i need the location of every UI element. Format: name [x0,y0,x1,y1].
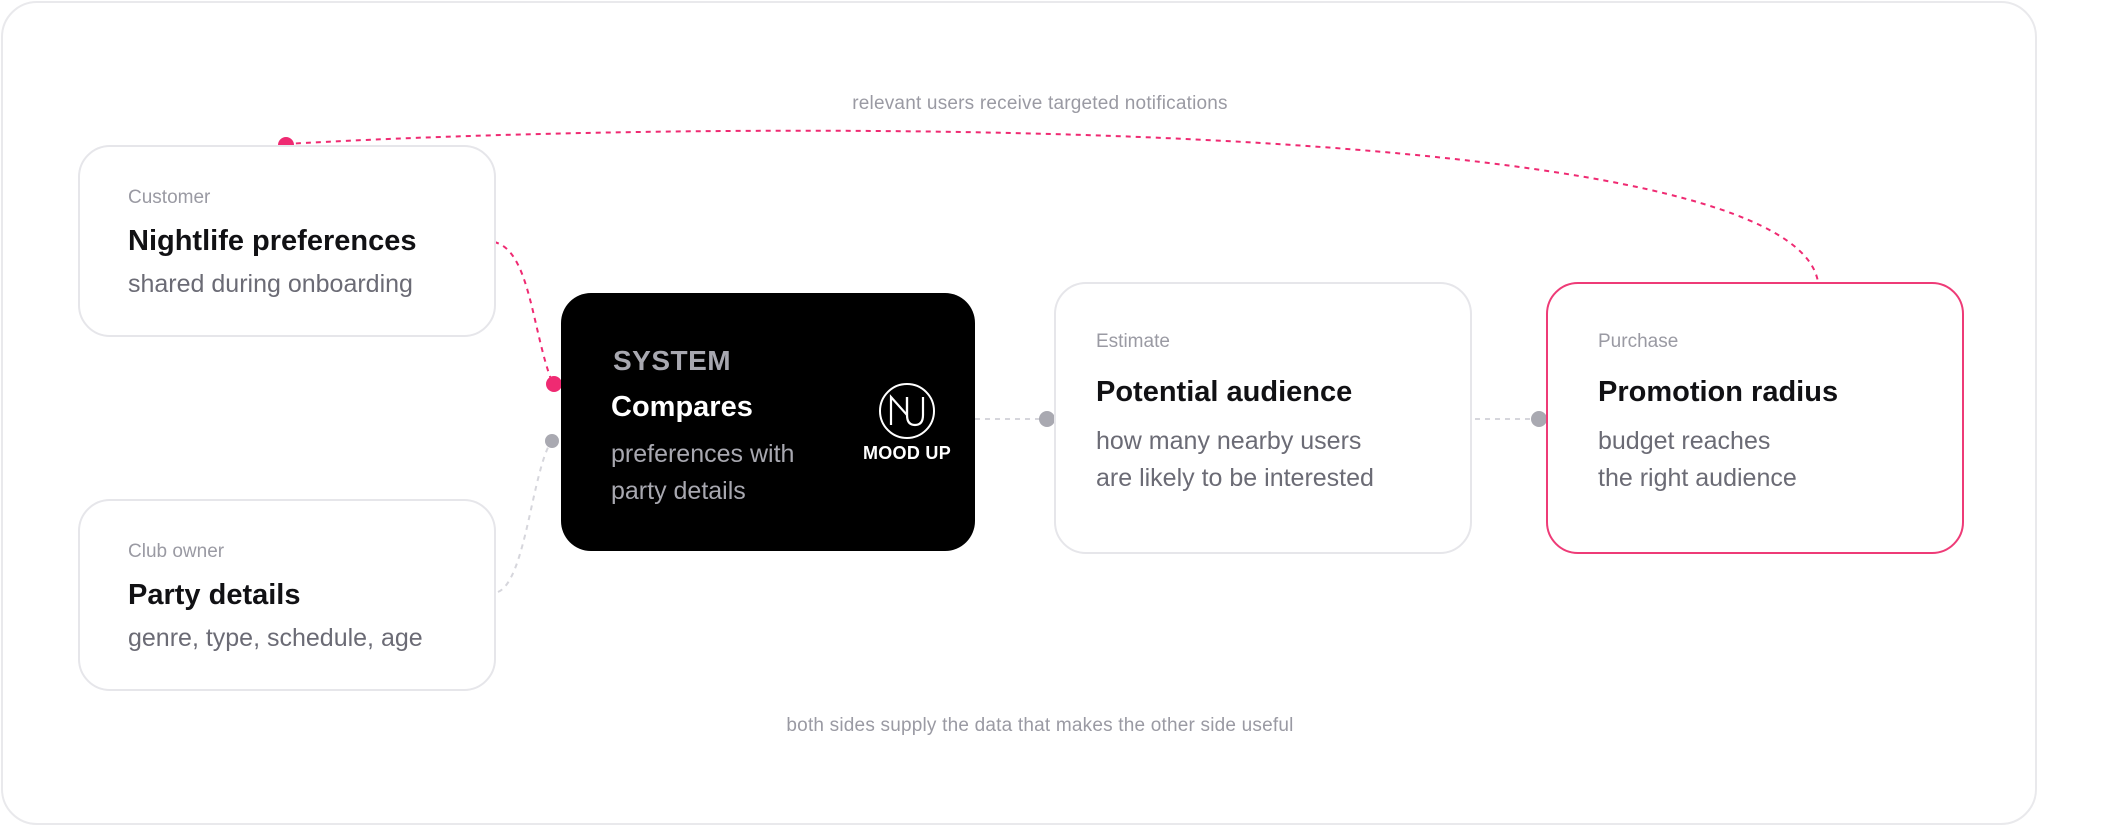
top-caption: relevant users receive targeted notifica… [852,93,1228,114]
estimate-desc-line-1: how many nearby users [1096,427,1362,455]
club-owner-eyebrow: Club owner [128,541,225,562]
estimate-title: Potential audience [1096,376,1353,408]
customer-title: Nightlife preferences [128,225,417,257]
club-owner-card: Club owner Party details genre, type, sc… [78,499,496,691]
customer-desc: shared during onboarding [128,270,413,298]
purchase-desc: budget reaches the right audience [1598,423,1797,497]
estimate-desc: how many nearby users are likely to be i… [1096,423,1374,497]
customer-card: Customer Nightlife preferences shared du… [78,145,496,337]
system-desc: preferences with party details [611,440,795,505]
club-owner-input-dot [545,434,559,448]
club-owner-desc: genre, type, schedule, age [128,624,423,652]
purchase-desc-line-1: budget reaches [1598,427,1771,455]
purchase-input-dot [1531,411,1547,427]
system-title: Compares [611,391,753,423]
mood-up-logo-icon [879,383,935,439]
system-card: SYSTEM Compares preferences with party d… [561,293,975,551]
club-owner-title: Party details [128,579,301,611]
estimate-desc-line-2: are likely to be interested [1096,464,1374,492]
customer-to-system-connector [493,241,553,383]
purchase-eyebrow: Purchase [1598,331,1679,352]
estimate-card: Estimate Potential audience how many nea… [1054,282,1472,554]
purchase-desc-line-2: the right audience [1598,464,1797,492]
purchase-title: Promotion radius [1598,376,1839,408]
feedback-arc-connector [285,129,1819,283]
estimate-input-dot [1039,411,1055,427]
bottom-caption: both sides supply the data that makes th… [786,715,1294,736]
customer-eyebrow: Customer [128,187,211,208]
system-tag: SYSTEM [613,345,732,376]
estimate-eyebrow: Estimate [1096,331,1170,352]
customer-input-dot [546,376,562,392]
diagram-frame [1,1,2037,825]
mood-up-wordmark: MOOD UP [862,443,952,463]
club-owner-to-system-connector [497,439,553,593]
purchase-card: Purchase Promotion radius budget reaches… [1546,282,1964,554]
mood-up-logo: MOOD UP [845,381,975,471]
